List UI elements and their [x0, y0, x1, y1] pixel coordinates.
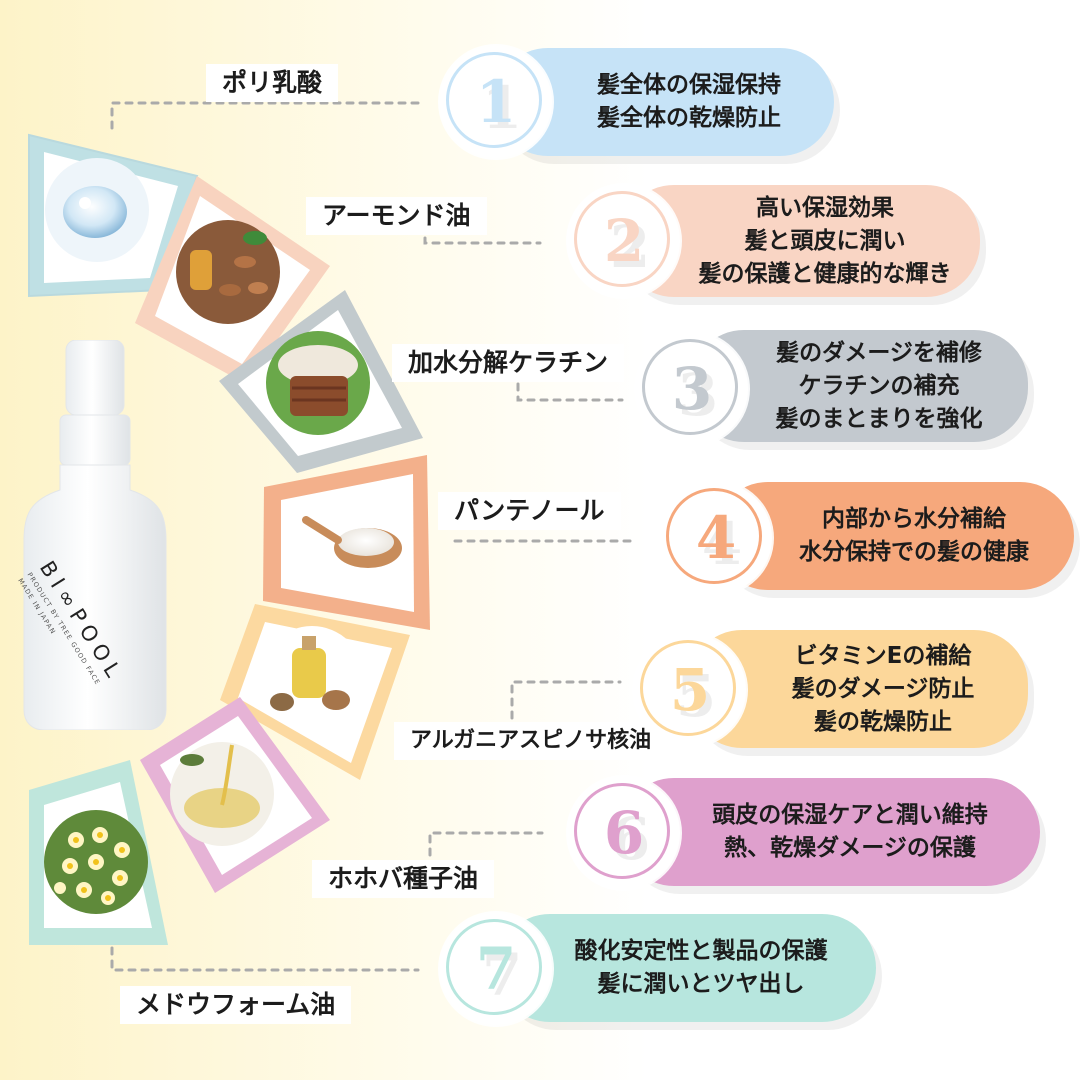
water-drop-photo — [45, 158, 149, 262]
benefit-text-1: 髪全体の保湿保持 髪全体の乾燥防止 — [554, 48, 824, 156]
benefit-text-5: ビタミンEの補給 髪のダメージ防止 髪の乾燥防止 — [748, 630, 1018, 748]
benefit-line: 髪のダメージを補修 — [776, 339, 982, 366]
benefit-text-7: 酸化安定性と製品の保護 髪に潤いとツヤ出し — [536, 914, 866, 1022]
label-5: アルガニアスピノサ核油 — [394, 722, 668, 760]
connector-1 — [110, 101, 420, 130]
benefit-line: 髪のまとまりを強化 — [775, 405, 983, 432]
powder-spoon-photo — [302, 491, 406, 595]
label-2: アーモンド油 — [306, 197, 487, 235]
benefit-line: 髪全体の保湿保持 — [597, 72, 781, 98]
meadowfoam-photo — [44, 810, 148, 914]
product-bottle — [23, 340, 167, 730]
almond-photo — [176, 220, 280, 324]
connector-3 — [516, 382, 624, 402]
label-1: ポリ乳酸 — [206, 64, 339, 102]
benefit-pill-2: 高い保湿効果 髪と頭皮に潤い 髪の保護と健康的な輝き — [620, 185, 980, 297]
benefit-text-3: 髪のダメージを補修 ケラチンの補充 髪のまとまりを強化 — [740, 330, 1018, 442]
number-badge-1: 1 — [440, 46, 552, 158]
benefit-line: 髪の保護と健康的な輝き — [698, 260, 952, 287]
benefit-line: 髪全体の乾燥防止 — [597, 105, 781, 131]
label-6: ホホバ種子油 — [312, 860, 495, 898]
benefit-line: 髪の乾燥防止 — [814, 708, 952, 735]
number-badge-4: 4 — [660, 482, 772, 594]
jojoba-oil-photo — [170, 742, 274, 846]
benefit-line: 酸化安定性と製品の保護 — [574, 938, 828, 964]
connector-6 — [428, 831, 544, 857]
benefit-line: 髪と頭皮に潤い — [744, 227, 906, 254]
label-4: パンテノール — [438, 492, 621, 530]
connector-7 — [110, 946, 420, 972]
number-badge-6: 6 — [568, 777, 680, 889]
benefit-line: 熱、乾燥ダメージの保護 — [724, 835, 976, 861]
label-3: 加水分解ケラチン — [392, 344, 625, 382]
benefit-line: 内部から水分補給 — [822, 506, 1006, 532]
benefit-line: 髪に潤いとツヤ出し — [597, 971, 805, 997]
benefit-pill-3: 髪のダメージを補修 ケラチンの補充 髪のまとまりを強化 — [690, 330, 1028, 442]
wool-basket-photo — [266, 331, 370, 435]
connector-5 — [510, 680, 622, 720]
argan-oil-photo — [260, 626, 364, 730]
benefit-text-2: 高い保湿効果 髪と頭皮に潤い 髪の保護と健康的な輝き — [680, 185, 970, 297]
number-badge-2: 2 — [568, 185, 680, 297]
benefit-pill-7: 酸化安定性と製品の保護 髪に潤いとツヤ出し — [496, 914, 876, 1022]
label-7: メドウフォーム油 — [120, 986, 352, 1024]
benefit-pill-6: 頭皮の保湿ケアと潤い維持 熱、乾燥ダメージの保護 — [620, 778, 1040, 886]
number-badge-7: 7 — [440, 913, 552, 1025]
benefit-pill-4: 内部から水分補給 水分保持での髪の健康 — [714, 482, 1074, 590]
number-badge-5: 5 — [634, 634, 746, 746]
benefit-line: 頭皮の保湿ケアと潤い維持 — [712, 802, 988, 828]
benefit-line: ケラチンの補充 — [798, 372, 960, 399]
number-badge-3: 3 — [636, 333, 748, 445]
benefit-text-4: 内部から水分補給 水分保持での髪の健康 — [764, 482, 1064, 590]
benefit-line: 髪のダメージ防止 — [791, 675, 975, 702]
benefit-line: 高い保湿効果 — [756, 194, 894, 221]
benefit-line: ビタミンEの補給 — [794, 642, 972, 669]
benefit-text-6: 頭皮の保湿ケアと潤い維持 熱、乾燥ダメージの保護 — [670, 778, 1030, 886]
benefit-line: 水分保持での髪の健康 — [799, 539, 1029, 565]
